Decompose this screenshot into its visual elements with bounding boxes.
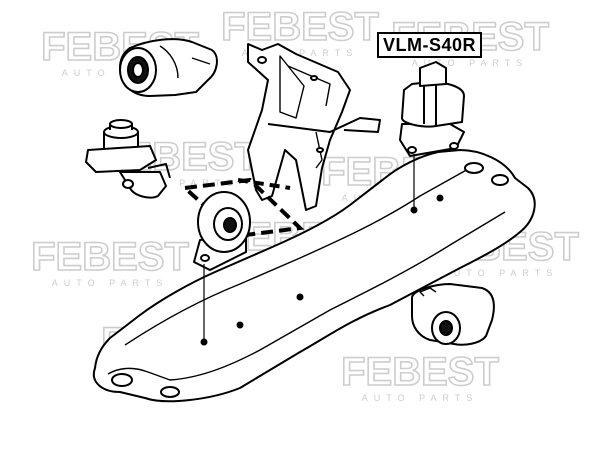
watermark-tagline: AUTO PARTS — [52, 278, 169, 288]
part-number-label: VLM-S40R — [377, 32, 483, 58]
leader-lines — [203, 154, 415, 342]
watermark-tagline: AUTO PARTS — [362, 393, 479, 403]
watermark-tagline: AUTO PARTS — [62, 68, 179, 78]
watermark-brand: FEBEST — [31, 235, 189, 279]
watermark-brand: FEBEST — [221, 5, 379, 49]
watermark-tagline: AUTO PARTS — [412, 58, 529, 68]
target-mount-vlm-s40r — [399, 61, 465, 157]
watermark-brand: FEBEST — [341, 350, 499, 394]
watermark-tagline: AUTO PARTS — [122, 178, 239, 188]
bushing-mount-top-left — [119, 38, 218, 97]
hydraulic-mount-left — [85, 119, 171, 199]
watermark-tagline: AUTO PARTS — [442, 268, 559, 278]
watermark-tagline: AUTO PARTS — [242, 48, 359, 58]
support-bracket-center — [247, 43, 381, 211]
engine-mount-center — [193, 191, 251, 271]
bushing-mount-bottom-right — [411, 283, 495, 346]
